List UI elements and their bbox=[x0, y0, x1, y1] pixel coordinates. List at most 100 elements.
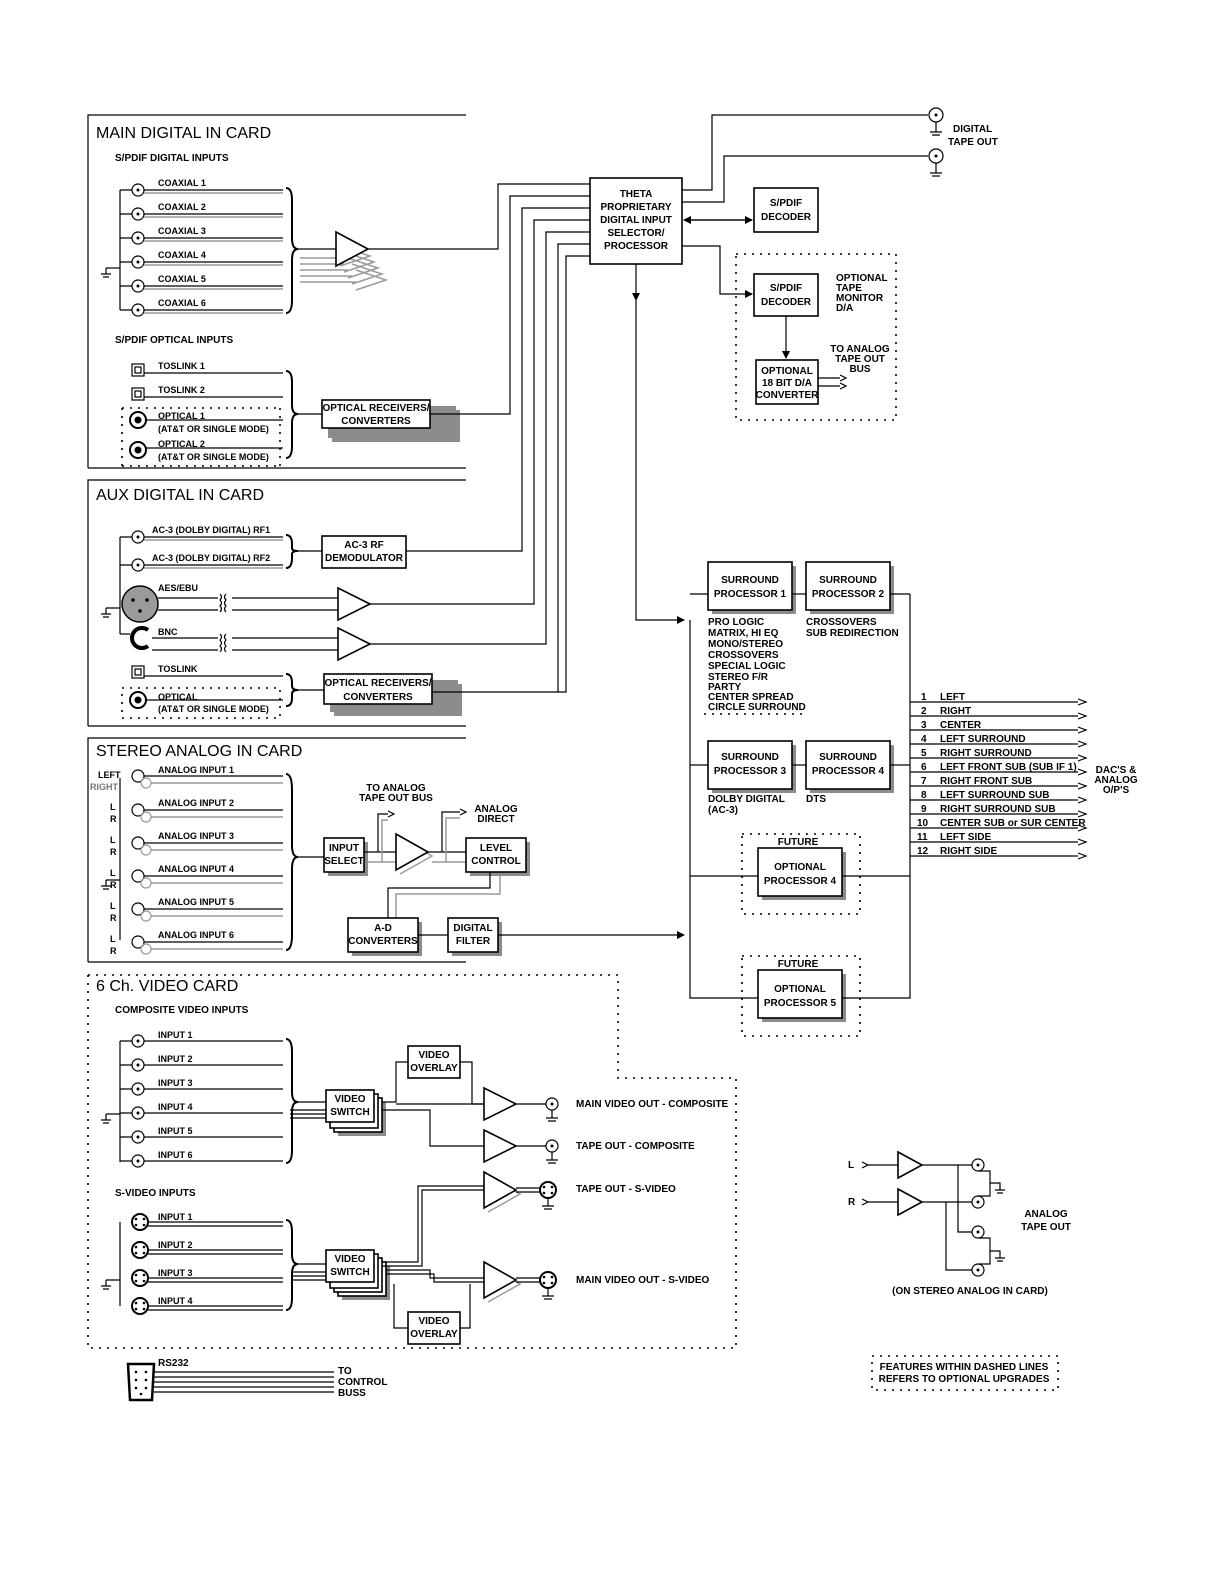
theta-l1: THETA bbox=[620, 189, 653, 200]
out-3-label: CENTER bbox=[940, 720, 982, 731]
left-label: LEFT bbox=[98, 770, 121, 780]
out-8-label: LEFT SURROUND SUB bbox=[940, 790, 1049, 801]
main-optical-receivers: OPTICAL RECEIVERS/ CONVERTERS bbox=[321, 195, 590, 442]
spdif-decoder-l1: S/PDIF bbox=[770, 198, 802, 209]
rs232-to-l3: BUSS bbox=[338, 1388, 366, 1399]
optical-2-mode: (AT&T OR SINGLE MODE) bbox=[158, 452, 269, 462]
level-control-box bbox=[465, 837, 527, 873]
tm-converter-l2: 18 BIT D/A bbox=[762, 378, 812, 389]
r-label-6: R bbox=[110, 946, 117, 956]
digital-filter-box bbox=[447, 917, 499, 953]
l-label-5: L bbox=[110, 901, 116, 911]
tape-out-bus-l1: TO ANALOG bbox=[366, 783, 426, 794]
soverlay-l2: OVERLAY bbox=[410, 1329, 458, 1340]
spdif-optical-label: S/PDIF OPTICAL INPUTS bbox=[115, 335, 233, 346]
ad-l2: CONVERTERS bbox=[348, 936, 418, 947]
main-receivers-l2: CONVERTERS bbox=[341, 416, 411, 427]
tape-svideo-driver bbox=[483, 1170, 518, 1210]
surround-processor-3 bbox=[707, 740, 793, 790]
aux-optical-brace bbox=[285, 673, 299, 707]
svideo-3-label: INPUT 3 bbox=[158, 1268, 193, 1278]
demod-l2: DEMODULATOR bbox=[325, 553, 404, 564]
out-1-label: LEFT bbox=[940, 692, 965, 703]
opt5-l1: OPTIONAL bbox=[774, 984, 826, 995]
composite-6-label: INPUT 6 bbox=[158, 1150, 193, 1160]
out-1: 1 LEFT bbox=[910, 692, 1088, 706]
svideo-video-overlay bbox=[407, 1311, 461, 1345]
sp1-f4: SPECIAL LOGIC bbox=[708, 661, 786, 672]
tm-label-l2: TAPE bbox=[836, 283, 862, 294]
analog-input-3: ANALOG INPUT 3LR bbox=[110, 831, 283, 857]
theta-l5: PROCESSOR bbox=[604, 241, 669, 252]
r-label-3: R bbox=[110, 847, 117, 857]
rf-brace bbox=[285, 534, 299, 569]
svideo-label: S-VIDEO INPUTS bbox=[115, 1188, 196, 1199]
sp2-f1: SUB REDIRECTION bbox=[806, 628, 899, 639]
rs232-connector-icon bbox=[126, 1362, 156, 1402]
analog-input-4: ANALOG INPUT 4LR bbox=[110, 864, 283, 890]
out-2-label: RIGHT bbox=[940, 706, 971, 717]
demod-l1: AC-3 RF bbox=[344, 540, 383, 551]
l-label-2: L bbox=[110, 802, 116, 812]
out-12-label: RIGHT SIDE bbox=[940, 846, 998, 857]
composite-3-label: INPUT 3 bbox=[158, 1078, 193, 1088]
svideo-3: INPUT 3 bbox=[131, 1268, 283, 1287]
analog-input-6: ANALOG INPUT 6LR bbox=[110, 930, 283, 956]
r-label-2: R bbox=[110, 814, 117, 824]
sswitch-l2: SWITCH bbox=[330, 1267, 369, 1278]
coax-2: COAXIAL 2 bbox=[120, 202, 283, 221]
input-select-l2: SELECT bbox=[324, 856, 363, 867]
out-1-num: 1 bbox=[921, 692, 927, 703]
main-composite-driver bbox=[483, 1086, 518, 1122]
filter-l1: DIGITAL bbox=[453, 923, 492, 934]
aes-label: AES/EBU bbox=[158, 583, 198, 593]
level-control-l2: CONTROL bbox=[471, 856, 520, 867]
video-card: 6 Ch. VIDEO CARD COMPOSITE VIDEO INPUTS … bbox=[87, 974, 737, 1349]
svideo-2: INPUT 2 bbox=[131, 1240, 283, 1259]
atape-l: L bbox=[848, 1160, 854, 1171]
main-receivers-l1: OPTICAL RECEIVERS/ bbox=[322, 403, 429, 414]
composite-6: INPUT 6 bbox=[120, 1150, 283, 1168]
sp2-l2: PROCESSOR 2 bbox=[812, 589, 885, 600]
composite-video-overlay bbox=[407, 1045, 461, 1079]
sp1-f0: PRO LOGIC bbox=[708, 617, 764, 628]
out-5-num: 5 bbox=[921, 748, 927, 759]
theta-l3: DIGITAL INPUT bbox=[600, 215, 672, 226]
optical-inputs: TOSLINK 1 TOSLINK 2 OPTICAL 1 (AT&T OR S… bbox=[121, 361, 322, 467]
future-4-label: FUTURE bbox=[778, 837, 819, 848]
composite-brace bbox=[285, 1038, 299, 1164]
coax-buffer-stack bbox=[300, 183, 590, 291]
legend-l2: REFERS TO OPTIONAL UPGRADES bbox=[879, 1374, 1050, 1385]
aux-optical-label: OPTICAL bbox=[158, 692, 198, 702]
main-digital-card: MAIN DIGITAL IN CARD S/PDIF DIGITAL INPU… bbox=[87, 114, 590, 469]
sp4-l2: PROCESSOR 4 bbox=[812, 766, 885, 777]
tm-converter-l3: CONVERTER bbox=[756, 390, 820, 401]
rs232: RS232 TO CONTROL BUSS bbox=[126, 1358, 387, 1402]
legend-l1: FEATURES WITHIN DASHED LINES bbox=[880, 1362, 1049, 1373]
svideo-switch bbox=[325, 1249, 375, 1283]
digital-tape-out-l1: DIGITAL bbox=[953, 124, 992, 135]
tm-decoder-l2: DECODER bbox=[761, 297, 812, 308]
sp2-f0: CROSSOVERS bbox=[806, 617, 877, 628]
ad-converters-box bbox=[347, 917, 419, 953]
composite-2-label: INPUT 2 bbox=[158, 1054, 193, 1064]
analog-input-1: ANALOG INPUT 1 bbox=[131, 765, 283, 789]
main-digital-title: MAIN DIGITAL IN CARD bbox=[96, 125, 271, 142]
out-10-num: 10 bbox=[917, 818, 929, 829]
dacs-l2: ANALOG bbox=[1094, 775, 1138, 786]
stereo-analog-title: STEREO ANALOG IN CARD bbox=[96, 743, 302, 760]
analog-input-5: ANALOG INPUT 5LR bbox=[110, 897, 283, 923]
tm-bus-l3: BUS bbox=[849, 364, 870, 375]
tm-label-l1: OPTIONAL bbox=[836, 273, 888, 284]
composite-3: INPUT 3 bbox=[120, 1078, 283, 1096]
aes-xlr-icon bbox=[121, 585, 159, 623]
level-control-l1: LEVEL bbox=[480, 843, 512, 854]
analog-brace bbox=[285, 773, 299, 951]
